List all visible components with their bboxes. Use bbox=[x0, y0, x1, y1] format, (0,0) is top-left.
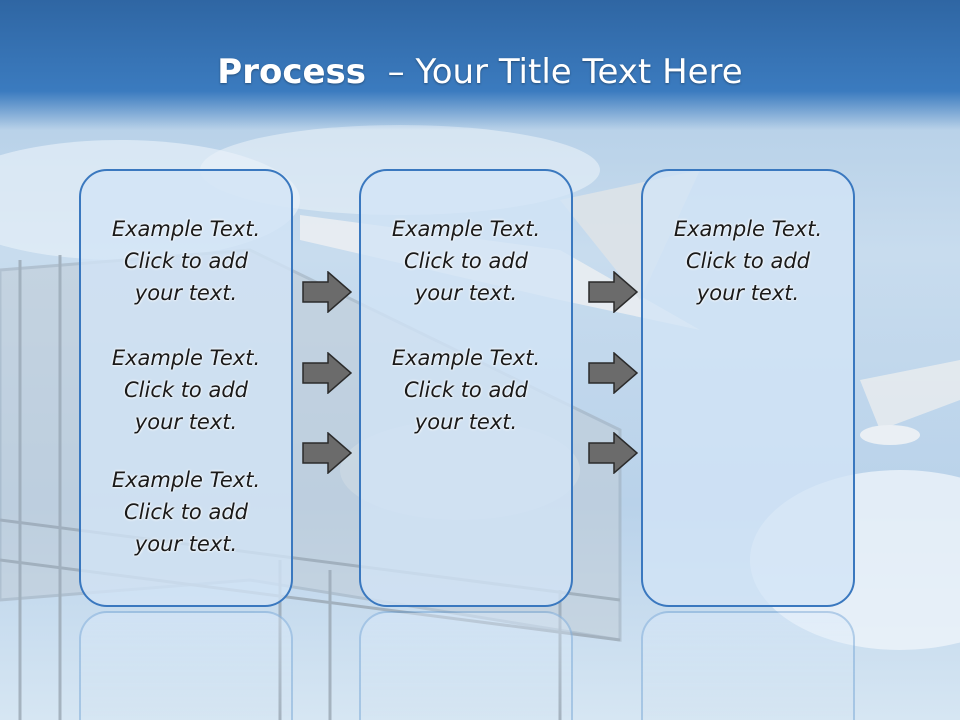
arrow-right-icon[interactable] bbox=[302, 271, 352, 313]
title-bold: Process bbox=[217, 52, 367, 92]
process-box-1[interactable]: Example Text. Click to add your text. Ex… bbox=[79, 169, 293, 607]
box-1-text-3[interactable]: Example Text. Click to add your text. bbox=[111, 468, 261, 556]
process-box-2[interactable]: Example Text. Click to add your text. Ex… bbox=[359, 169, 573, 607]
arrow-right-icon[interactable] bbox=[302, 352, 352, 394]
arrow-right-icon[interactable] bbox=[588, 352, 638, 394]
box-1-text-1[interactable]: Example Text. Click to add your text. bbox=[111, 217, 261, 305]
process-box-3[interactable]: Example Text. Click to add your text. bbox=[641, 169, 855, 607]
box-2-text-1[interactable]: Example Text. Click to add your text. bbox=[391, 217, 541, 305]
box-3-text-1[interactable]: Example Text. Click to add your text. bbox=[673, 217, 823, 305]
box-2-reflection bbox=[359, 611, 573, 720]
slide-title[interactable]: Process – Your Title Text Here bbox=[0, 52, 960, 92]
box-1-text-2[interactable]: Example Text. Click to add your text. bbox=[111, 346, 261, 434]
arrow-right-icon[interactable] bbox=[588, 271, 638, 313]
box-1-reflection bbox=[79, 611, 293, 720]
title-rest: – Your Title Text Here bbox=[366, 52, 743, 92]
box-3-reflection bbox=[641, 611, 855, 720]
arrow-right-icon[interactable] bbox=[302, 432, 352, 474]
box-2-text-2[interactable]: Example Text. Click to add your text. bbox=[391, 346, 541, 434]
arrow-right-icon[interactable] bbox=[588, 432, 638, 474]
title-band bbox=[0, 0, 960, 130]
